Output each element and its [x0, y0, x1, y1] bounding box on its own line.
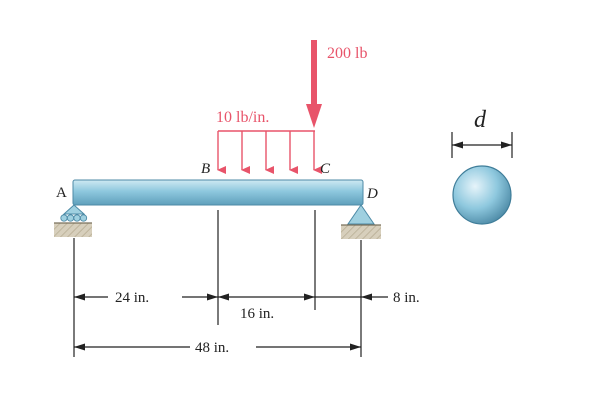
point-load-label: 200 lb	[327, 45, 367, 62]
distributed-load	[217, 130, 322, 174]
diameter-label: d	[474, 107, 487, 133]
dimension-a-to-b-label: 24 in.	[115, 290, 149, 306]
rod-cross-section	[452, 165, 512, 225]
dimension-c-to-d-label: 8 in.	[393, 290, 420, 306]
dimension-a-to-b	[74, 293, 218, 301]
dimension-b-to-c	[218, 293, 315, 301]
point-a-label: A	[56, 185, 67, 201]
dimension-b-to-c-label: 16 in.	[240, 306, 274, 322]
dimension-a-to-d	[74, 343, 361, 351]
pin-support-d	[341, 204, 381, 239]
extension-lines	[73, 210, 362, 357]
point-load-arrow	[306, 40, 322, 128]
point-b-label: B	[201, 161, 210, 177]
roller-support-a	[54, 204, 92, 237]
beam	[72, 179, 364, 206]
dimension-c-to-d	[315, 293, 388, 301]
point-c-label: C	[320, 161, 331, 177]
distributed-load-label: 10 lb/in.	[216, 109, 269, 126]
dimension-a-to-d-label: 48 in.	[195, 340, 229, 356]
point-d-label: D	[366, 186, 378, 202]
diameter-dimension	[451, 132, 513, 158]
